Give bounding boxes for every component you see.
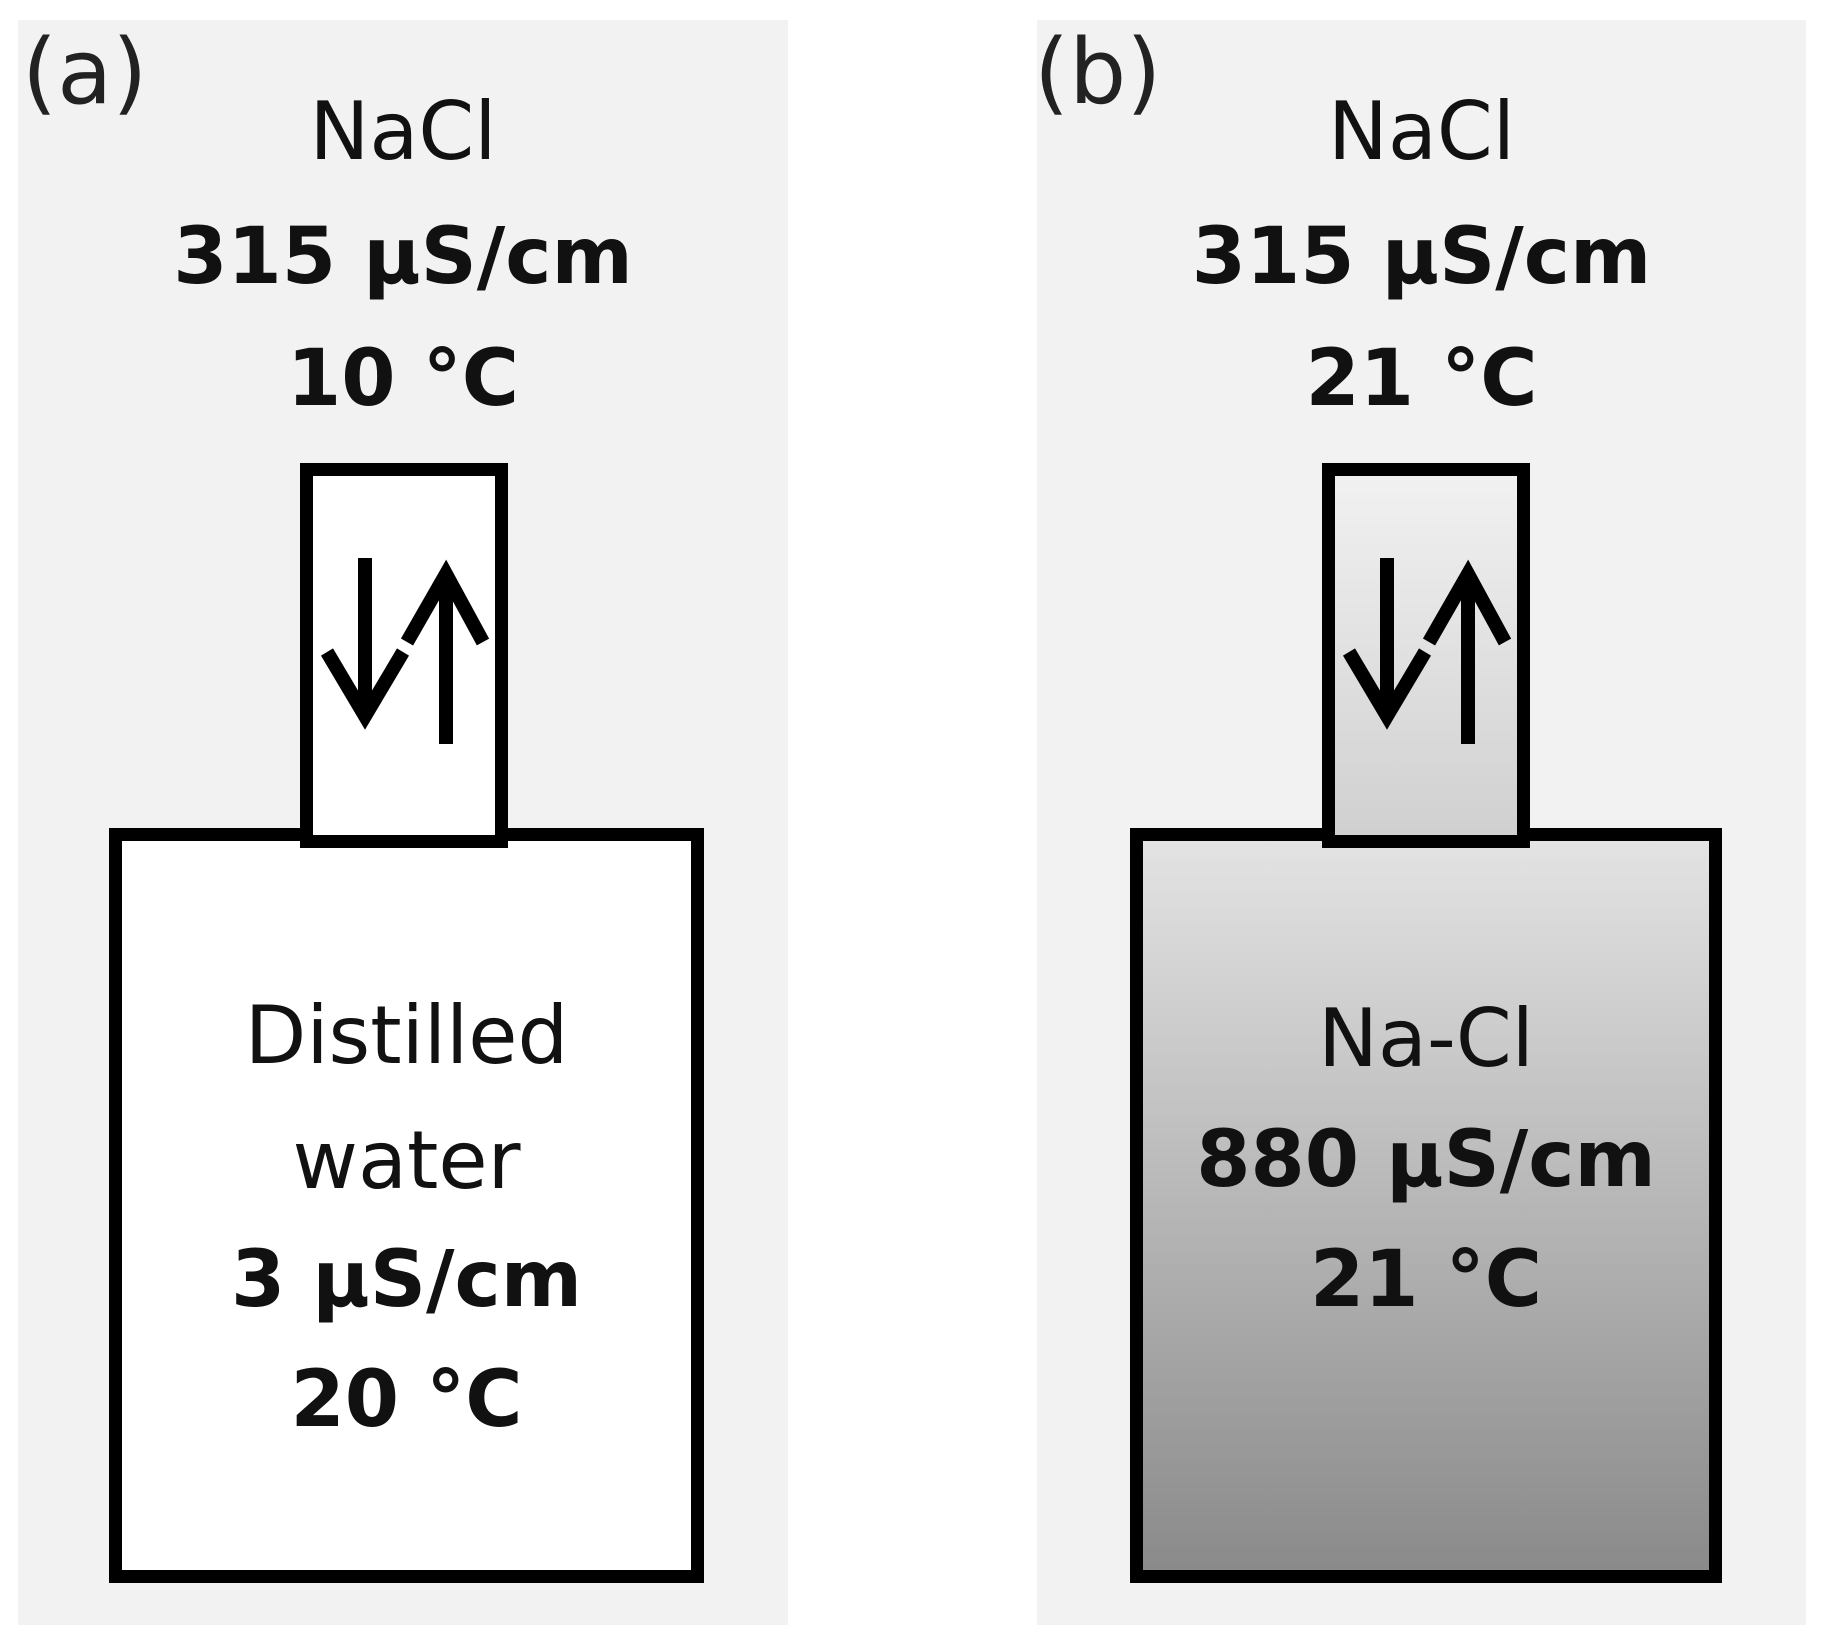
vessel-name-line-1-a: Distilled [244, 989, 569, 1082]
vessel-name-b: Na-Cl [1318, 992, 1534, 1085]
panel-label-a: (a) [22, 20, 148, 125]
reservoir-name-a: NaCl [309, 85, 497, 178]
panel-b: (b) NaCl 315 µS/cm 21 °C Na-Cl 880 µS/cm… [1034, 20, 1806, 1625]
reservoir-name-b: NaCl [1328, 85, 1515, 178]
vessel-conductivity-a: 3 µS/cm [231, 1235, 582, 1325]
panel-label-b: (b) [1034, 20, 1162, 125]
reservoir-temperature-b: 21 °C [1305, 334, 1538, 424]
reservoir-temperature-a: 10 °C [287, 334, 519, 424]
reservoir-conductivity-a: 315 µS/cm [173, 212, 633, 302]
vessel-b: Na-Cl 880 µS/cm 21 °C [1130, 828, 1722, 1583]
connecting-tube-b [1322, 463, 1530, 848]
vessel-temperature-a: 20 °C [290, 1355, 523, 1445]
vessel-name-line-2-a: water [292, 1114, 521, 1207]
bidirectional-flow-arrows-icon [320, 558, 490, 744]
vessel-conductivity-b: 880 µS/cm [1196, 1115, 1656, 1205]
vessel-a: Distilled water 3 µS/cm 20 °C [109, 828, 704, 1583]
panel-a: (a) NaCl 315 µS/cm 10 °C Distilled water… [18, 20, 788, 1625]
connecting-tube-a [300, 463, 508, 848]
vessel-temperature-b: 21 °C [1310, 1235, 1542, 1325]
bidirectional-flow-arrows-icon [1342, 558, 1512, 744]
reservoir-conductivity-b: 315 µS/cm [1191, 212, 1652, 302]
